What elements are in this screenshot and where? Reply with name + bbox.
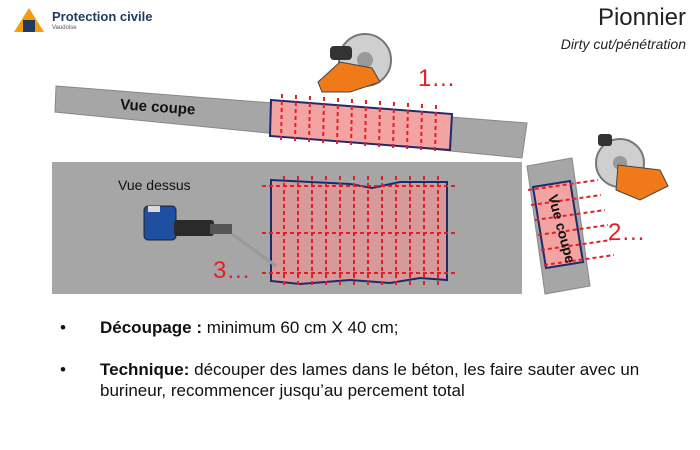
cut-grid-top-view <box>262 176 455 287</box>
bullet-dot: • <box>60 360 66 380</box>
section-view-1: Vue coupe <box>54 85 528 159</box>
bullet-decoupage: • Découpage : minimum 60 cm X 40 cm; <box>60 318 680 338</box>
bullet-list: • Découpage : minimum 60 cm X 40 cm; • T… <box>60 318 680 423</box>
cut-zone-top-view <box>270 178 448 286</box>
step-2-label: 2… <box>608 219 645 246</box>
bullet-heading: Découpage : <box>100 318 203 337</box>
circular-saw-icon-2 <box>595 134 669 201</box>
org-logo: Protection civile Vaudoise <box>12 6 152 34</box>
cut-zone-section-1 <box>268 98 454 152</box>
org-subname: Vaudoise <box>52 24 77 31</box>
protection-civile-logo-icon <box>12 6 46 34</box>
label-vue-coupe-1: Vue coupe <box>120 96 196 118</box>
page-subtitle: Dirty cut/pénétration <box>560 36 686 52</box>
cut-lines-section-2 <box>527 179 615 266</box>
bullet-dot: • <box>60 318 66 337</box>
step-3-label: 3… <box>213 257 250 284</box>
dirty-cut-diagram: Vue coupe 1… Vue dessus <box>52 33 669 295</box>
section-view-2: Vue coupe <box>526 157 615 295</box>
step-1-label: 1… <box>418 65 455 92</box>
org-name: Protection civile <box>52 8 153 24</box>
bullet-text: minimum 60 cm X 40 cm; <box>202 318 399 337</box>
top-view: Vue dessus <box>52 162 522 294</box>
bullet-technique: • Technique: découper des lames dans le … <box>60 360 680 401</box>
breaker-hammer-icon <box>143 205 277 268</box>
bullet-text: découper des lames dans le béton, les fa… <box>100 360 640 400</box>
page-title: Pionnier <box>597 4 686 31</box>
circular-saw-icon <box>317 33 392 93</box>
label-vue-dessus: Vue dessus <box>118 177 191 193</box>
bullet-heading: Technique: <box>100 360 190 380</box>
cut-lines-section-1 <box>280 93 437 155</box>
